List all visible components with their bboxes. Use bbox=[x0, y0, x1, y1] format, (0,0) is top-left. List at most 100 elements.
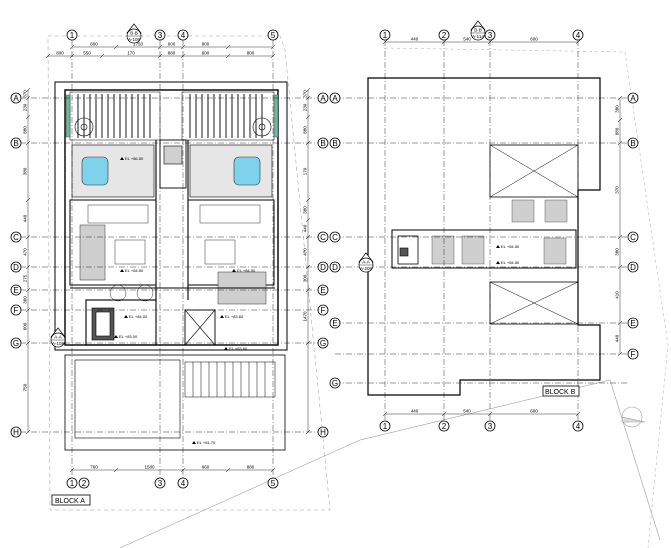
grid-bubble-a-row-right-C: C bbox=[317, 231, 329, 243]
level-tag: EL +83.60 bbox=[224, 346, 248, 351]
svg-text:EL +84.50: EL +84.50 bbox=[501, 260, 520, 265]
grid-bubble-b-col-3: 3 bbox=[484, 29, 496, 41]
grid-bubble-b-row-C: C bbox=[329, 231, 341, 243]
svg-text:EL +84.50: EL +84.50 bbox=[501, 244, 520, 249]
dim-label: 170 bbox=[303, 167, 308, 175]
block-a-label: BLOCK A bbox=[51, 494, 91, 506]
grid-bubble-a-col-1: 1 bbox=[66, 29, 78, 41]
grid-bubble-a-row-B: B bbox=[10, 137, 22, 149]
dim-label: 380 bbox=[23, 167, 28, 175]
dim-label: 760 bbox=[90, 465, 98, 470]
svg-text:A-A: A-A bbox=[54, 335, 62, 340]
dim-label: 600 bbox=[23, 322, 28, 330]
level-tag: EL +84.50 bbox=[120, 268, 144, 273]
block-b-label: BLOCK B bbox=[542, 385, 580, 397]
dim-label: 230 bbox=[23, 103, 28, 111]
dim-label: 880 bbox=[168, 51, 176, 56]
svg-text:2: 2 bbox=[442, 422, 447, 431]
level-tag: EL +83.00 bbox=[114, 334, 138, 339]
grid-bubble-b-row-right-B: B bbox=[627, 137, 639, 149]
dim-label: 1470 bbox=[303, 311, 308, 322]
grid-bubble-a-row-G: G bbox=[10, 337, 22, 349]
grid-bubble-a-col-4: 4 bbox=[177, 29, 189, 41]
svg-text:C: C bbox=[630, 233, 636, 242]
dim-label: 380 bbox=[615, 105, 620, 113]
grid-bubble-b-col-bottom-1: 1 bbox=[379, 420, 391, 432]
level-tag: EL +81.70 bbox=[192, 440, 216, 445]
level-tag: EL +86.50 bbox=[120, 156, 144, 161]
svg-text:D: D bbox=[320, 263, 326, 272]
svg-text:4: 4 bbox=[181, 479, 186, 488]
svg-text:A: A bbox=[320, 94, 326, 103]
grid-bubble-a-col-3: 3 bbox=[154, 29, 166, 41]
dim-label: 800 bbox=[90, 42, 98, 47]
svg-text:E: E bbox=[630, 319, 635, 328]
svg-text:D: D bbox=[332, 263, 338, 272]
svg-text:3: 3 bbox=[158, 479, 163, 488]
svg-text:A-208: A-208 bbox=[360, 266, 373, 271]
svg-text:1: 1 bbox=[383, 422, 388, 431]
dim-label: 540 bbox=[463, 409, 471, 414]
svg-text:3: 3 bbox=[488, 31, 493, 40]
svg-text:4: 4 bbox=[181, 31, 186, 40]
svg-text:BLOCK A: BLOCK A bbox=[55, 498, 85, 505]
dim-label: 600 bbox=[530, 37, 538, 42]
svg-text:4: 4 bbox=[576, 422, 581, 431]
svg-text:B: B bbox=[320, 139, 325, 148]
grid-bubble-b-row-A: A bbox=[329, 92, 341, 104]
dim-label: 440 bbox=[411, 409, 419, 414]
svg-text:EL +83.60: EL +83.60 bbox=[225, 314, 244, 319]
dim-label: 880 bbox=[23, 126, 28, 134]
level-tag: EL +84.50 bbox=[496, 260, 520, 265]
svg-text:F: F bbox=[14, 306, 19, 315]
dim-label: 380 bbox=[615, 248, 620, 256]
grid-bubble-b-col-2: 2 bbox=[438, 29, 450, 41]
svg-text:A-108: A-108 bbox=[52, 341, 65, 346]
dim-label: 1750 bbox=[133, 42, 144, 47]
svg-text:A-A: A-A bbox=[362, 260, 370, 265]
grid-bubble-a-col-bottom-1: 1 bbox=[66, 477, 78, 489]
dim-label: 600 bbox=[202, 51, 210, 56]
grid-bubble-b-col-bottom-2: 2 bbox=[438, 420, 450, 432]
svg-text:C: C bbox=[320, 233, 326, 242]
dim-label: 600 bbox=[168, 42, 176, 47]
dim-label: 275 bbox=[23, 274, 28, 282]
svg-text:A-109: A-109 bbox=[128, 37, 141, 42]
dim-label: 800 bbox=[202, 42, 210, 47]
dim-label: 410 bbox=[615, 291, 620, 299]
grid-bubble-a-row-A: A bbox=[10, 92, 22, 104]
dim-label: 440 bbox=[615, 334, 620, 342]
svg-text:B: B bbox=[332, 139, 337, 148]
north-arrow-icon bbox=[621, 406, 646, 428]
svg-text:E: E bbox=[13, 286, 18, 295]
grid-bubble-a-row-H: H bbox=[10, 426, 22, 438]
dim-label: 750 bbox=[23, 383, 28, 391]
level-tag: EL +83.60 bbox=[220, 314, 244, 319]
grid-bubble-a-row-right-G: G bbox=[317, 337, 329, 349]
svg-text:B: B bbox=[13, 139, 18, 148]
svg-text:1: 1 bbox=[383, 31, 388, 40]
svg-text:C: C bbox=[13, 233, 19, 242]
svg-text:E: E bbox=[332, 319, 337, 328]
svg-text:3: 3 bbox=[488, 422, 493, 431]
grid-bubble-b-col-bottom-4: 4 bbox=[572, 420, 584, 432]
grid-bubble-a-row-right-H: H bbox=[317, 426, 329, 438]
dim-label: 660 bbox=[202, 465, 210, 470]
dim-label: 1580 bbox=[144, 465, 155, 470]
dim-label: 440 bbox=[303, 224, 308, 232]
svg-text:EL +83.60: EL +83.60 bbox=[229, 346, 248, 351]
grid-bubble-b-row-right-F: F bbox=[627, 348, 639, 360]
svg-text:EL +83.00: EL +83.00 bbox=[119, 334, 138, 339]
section-mark-b-aa: A-AA-208 bbox=[358, 252, 374, 273]
section-mark-b-bb: B-BA-114 bbox=[470, 20, 486, 41]
level-tag: EL +84.50 bbox=[496, 244, 520, 249]
grid-bubble-a-col-bottom-2: 2 bbox=[78, 477, 90, 489]
section-mark-a-bb: B-BA-109 bbox=[126, 23, 142, 44]
dim-label: 360 bbox=[23, 296, 28, 304]
svg-text:1: 1 bbox=[70, 479, 75, 488]
